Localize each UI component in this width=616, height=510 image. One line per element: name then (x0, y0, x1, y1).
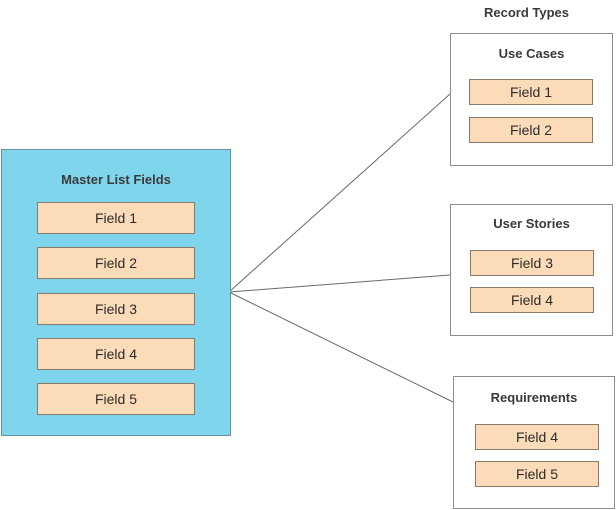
master-list-title: Master List Fields (61, 172, 171, 187)
record-type-field: Field 1 (469, 79, 593, 105)
master-field: Field 4 (37, 338, 195, 370)
record-type-field: Field 4 (475, 424, 599, 450)
master-field: Field 5 (37, 383, 195, 415)
connector-requirements (228, 291, 454, 403)
record-type-field: Field 4 (470, 287, 594, 313)
record-type-title: Use Cases (498, 46, 565, 61)
record-types-title: Record Types (484, 5, 570, 20)
record-type-field: Field 3 (470, 250, 594, 276)
record-type-field: Field 5 (475, 461, 599, 487)
master-field: Field 2 (37, 247, 195, 279)
record-type-requirements: Requirements Field 4 Field 5 (453, 376, 615, 509)
master-field: Field 3 (37, 293, 195, 325)
record-type-field: Field 2 (469, 117, 593, 143)
record-type-use-cases: Use Cases Field 1 Field 2 (450, 33, 613, 166)
connector-user-stories (228, 274, 451, 293)
master-field: Field 1 (37, 202, 195, 234)
record-type-user-stories: User Stories Field 3 Field 4 (450, 204, 613, 336)
connector-use-cases (228, 93, 451, 293)
master-list-box: Master List Fields Field 1 Field 2 Field… (1, 149, 231, 436)
record-type-title: User Stories (493, 216, 570, 231)
record-type-title: Requirements (490, 390, 578, 405)
